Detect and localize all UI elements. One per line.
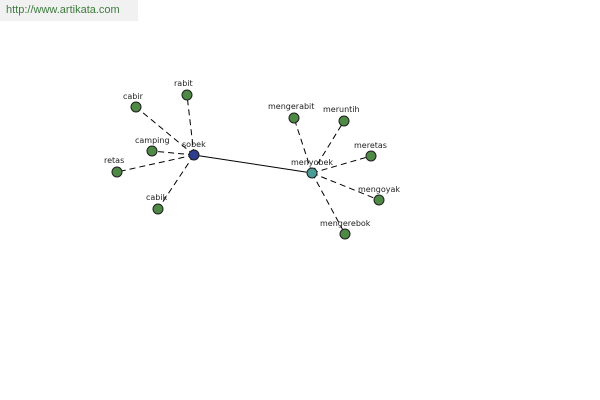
edge-sobek-retas — [116, 154, 195, 173]
edge-sobek-cabir — [135, 106, 195, 156]
node-label-cabir: cabir — [123, 92, 144, 101]
node-label-meretas: meretas — [354, 141, 387, 150]
node-meruntih[interactable] — [338, 115, 350, 127]
edge-menyobek-meruntih — [311, 120, 345, 174]
node-label-mengerebok: mengerebok — [320, 219, 371, 228]
node-mengerabit[interactable] — [288, 112, 300, 124]
edge-sobek-rabit — [186, 94, 195, 156]
node-label-menyobek: menyobek — [291, 158, 333, 167]
edge-menyobek-mengoyak — [311, 172, 380, 201]
edge-sobek-camping — [151, 150, 195, 156]
node-mengerebok[interactable] — [339, 228, 351, 240]
node-cabir[interactable] — [130, 101, 142, 113]
node-label-sobek: sobek — [182, 140, 206, 149]
edge-sobek-menyobek — [193, 154, 313, 174]
node-label-retas: retas — [104, 156, 124, 165]
edge-menyobek-mengerebok — [311, 172, 346, 235]
site-watermark: http://www.artikata.com — [0, 0, 138, 21]
node-label-meruntih: meruntih — [323, 105, 360, 114]
node-camping[interactable] — [146, 145, 158, 157]
node-label-mengoyak: mengoyak — [358, 185, 400, 194]
node-label-mengerabit: mengerabit — [268, 102, 314, 111]
graph-nodes — [111, 89, 385, 240]
node-cabik[interactable] — [152, 203, 164, 215]
node-retas[interactable] — [111, 166, 123, 178]
graph-edges — [116, 94, 380, 235]
node-mengoyak[interactable] — [373, 194, 385, 206]
edge-sobek-cabik — [157, 154, 195, 210]
node-label-cabik: cabik — [146, 193, 168, 202]
graph-labels: cabir rabit camping retas cabik mengerabit mer… — [104, 79, 400, 228]
node-rabit[interactable] — [181, 89, 193, 101]
node-menyobek[interactable] — [306, 167, 318, 179]
edge-menyobek-meretas — [311, 155, 372, 174]
node-meretas[interactable] — [365, 150, 377, 162]
node-label-camping: camping — [135, 136, 170, 145]
node-label-rabit: rabit — [174, 79, 193, 88]
node-sobek[interactable] — [188, 149, 200, 161]
